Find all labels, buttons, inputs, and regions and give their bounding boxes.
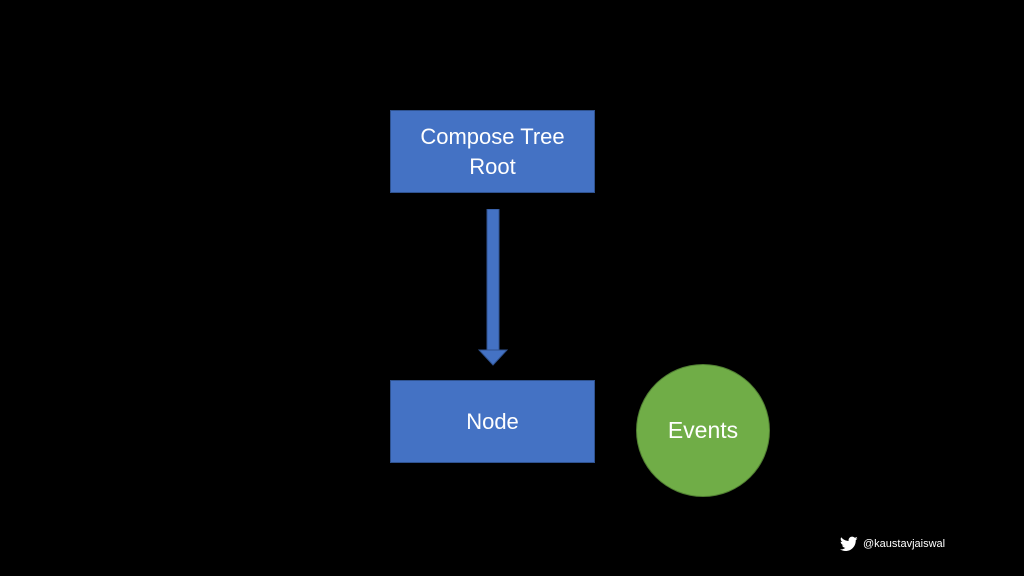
- compose-tree-root-label: Compose Tree Root: [420, 123, 565, 179]
- twitter-handle-text: @kaustavjaiswal: [863, 538, 946, 550]
- events-circle: Events: [636, 364, 770, 497]
- node-box: Node: [390, 380, 595, 463]
- node-label: Node: [466, 408, 519, 434]
- twitter-icon: [840, 536, 858, 551]
- events-label: Events: [667, 417, 739, 443]
- compose-tree-root-node: Compose Tree Root: [390, 110, 595, 193]
- twitter-handle: @kaustavjaiswal: [840, 534, 945, 554]
- down-arrow: [478, 209, 508, 366]
